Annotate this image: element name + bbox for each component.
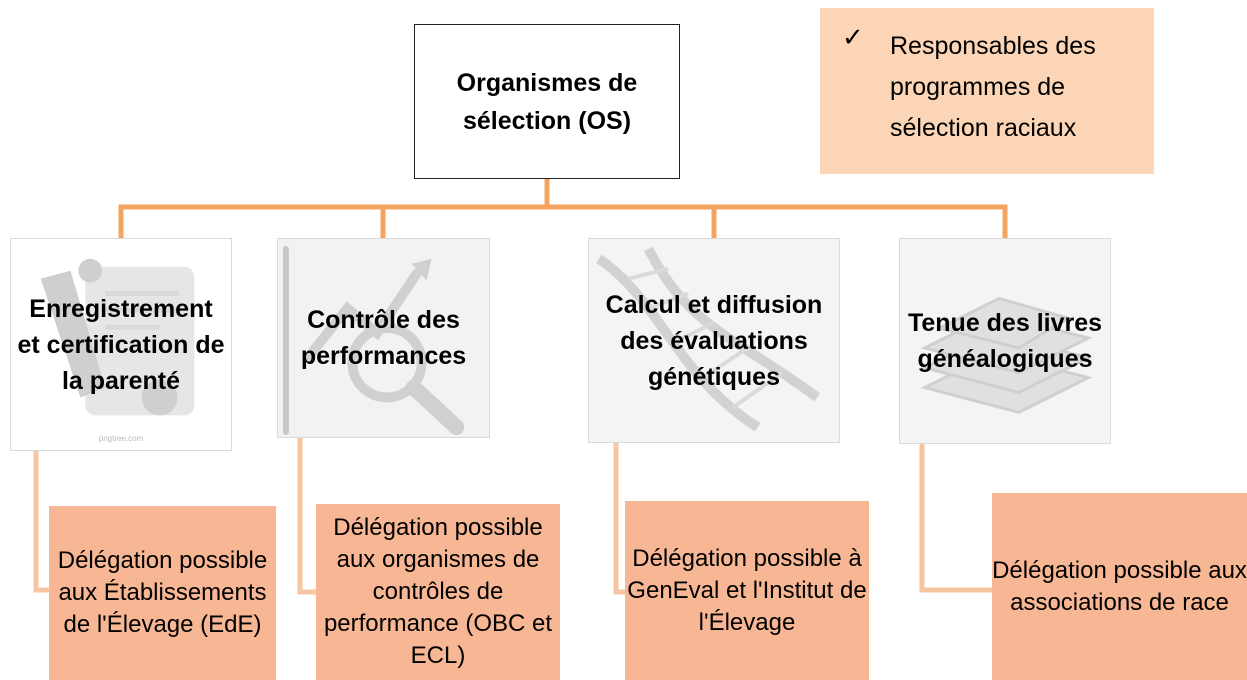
root-node-organismes: Organismes de sélection (OS) <box>414 24 680 179</box>
root-title: Organismes de sélection (OS) <box>456 68 638 135</box>
function-node-genetic-eval: Calcul et diffusion des évaluations géné… <box>588 238 840 443</box>
magnifier-chart-icon <box>278 239 489 437</box>
dna-helix-icon <box>589 239 839 442</box>
delegation-line-4 <box>919 441 995 593</box>
function-node-parentage: Enregistrement et certification de la pa… <box>10 238 232 451</box>
delegation-line-3 <box>613 440 628 595</box>
delegation-text: Délégation possible aux associations de … <box>992 556 1247 616</box>
function-label: Contrôle des performances <box>300 306 467 370</box>
delegation-box-obc-ecl: Délégation possible aux organismes de co… <box>316 504 560 680</box>
function-node-performance: Contrôle des performances <box>277 238 490 438</box>
watermark-text: pngtree.com <box>98 434 144 443</box>
delegation-line-2 <box>297 435 319 595</box>
note-text: Responsables des programmes de sélection… <box>890 32 1096 142</box>
delegation-text: Délégation possible aux Établissements d… <box>57 547 268 638</box>
checkmark-icon: ✓ <box>842 22 864 52</box>
function-label: Enregistrement et certification de la pa… <box>17 294 225 395</box>
function-label: Calcul et diffusion des évaluations géné… <box>605 290 823 391</box>
delegation-text: Délégation possible à GenEval et l'Insti… <box>627 544 867 636</box>
delegation-box-geneval: Délégation possible à GenEval et l'Insti… <box>625 501 869 680</box>
scroll-certificate-icon <box>40 258 195 416</box>
delegation-line-1 <box>33 448 52 593</box>
stacked-books-icon <box>900 239 1110 443</box>
responsibility-note: ✓ Responsables des programmes de sélecti… <box>820 8 1154 174</box>
delegation-box-ede: Délégation possible aux Établissements d… <box>49 506 276 680</box>
delegation-text: Délégation possible aux organismes de co… <box>323 514 553 669</box>
function-label: Tenue des livres généalogiques <box>907 309 1103 373</box>
delegation-box-race-associations: Délégation possible aux associations de … <box>992 493 1247 680</box>
function-node-herdbooks: Tenue des livres généalogiques <box>899 238 1111 444</box>
